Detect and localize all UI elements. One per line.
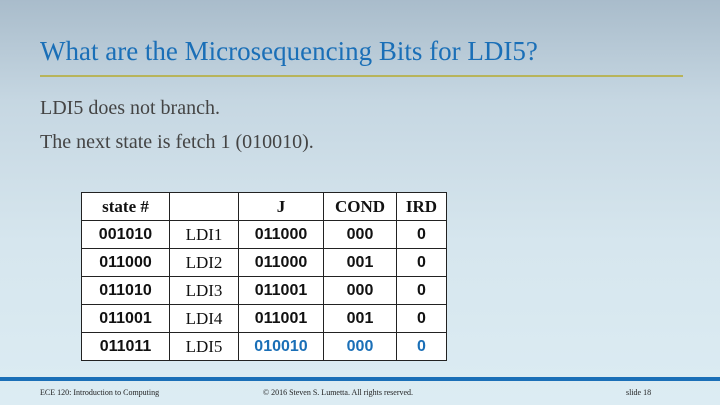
cell-cond: 000	[323, 220, 397, 249]
microsequencing-table: state # J COND IRD 001010 LDI1 011000 00…	[81, 192, 447, 361]
table-header-row: state # J COND IRD	[81, 192, 447, 221]
cell-j: 011001	[238, 304, 324, 333]
cell-name: LDI3	[169, 276, 239, 305]
table-row: 001010 LDI1 011000 000 0	[81, 220, 447, 249]
cell-state: 011000	[81, 248, 170, 277]
cell-ird: 0	[396, 304, 447, 333]
footer-slide-number: slide 18	[626, 388, 652, 397]
cell-name: LDI2	[169, 248, 239, 277]
cell-ird: 0	[396, 248, 447, 277]
table-row: 011010 LDI3 011001 000 0	[81, 276, 447, 305]
cell-name: LDI5	[169, 332, 239, 361]
header-name	[169, 192, 239, 221]
cell-cond: 001	[323, 248, 397, 277]
body-line-1: LDI5 does not branch.	[40, 97, 220, 119]
cell-ird: 0	[396, 276, 447, 305]
slide-title: What are the Microsequencing Bits for LD…	[40, 36, 538, 66]
cell-cond: 000	[323, 276, 397, 305]
table-row-ldi5: 011011 LDI5 010010 000 0	[81, 332, 447, 361]
cell-ird: 0	[396, 220, 447, 249]
footer-divider	[0, 377, 720, 381]
cell-name: LDI4	[169, 304, 239, 333]
header-ird: IRD	[396, 192, 447, 221]
cell-j: 011000	[238, 248, 324, 277]
title-divider	[40, 75, 683, 77]
header-j: J	[238, 192, 324, 221]
footer-course: ECE 120: Introduction to Computing	[40, 388, 160, 397]
cell-cond-highlight: 000	[323, 332, 397, 361]
header-state: state #	[81, 192, 170, 221]
cell-state: 011011	[81, 332, 170, 361]
cell-name: LDI1	[169, 220, 239, 249]
footer-copyright: © 2016 Steven S. Lumetta. All rights res…	[263, 388, 414, 397]
cell-j-highlight: 010010	[238, 332, 324, 361]
cell-state: 011001	[81, 304, 170, 333]
cell-state: 001010	[81, 220, 170, 249]
cell-cond: 001	[323, 304, 397, 333]
header-cond: COND	[323, 192, 397, 221]
cell-state: 011010	[81, 276, 170, 305]
table-row: 011000 LDI2 011000 001 0	[81, 248, 447, 277]
cell-j: 011001	[238, 276, 324, 305]
cell-ird-highlight: 0	[396, 332, 447, 361]
body-line-2: The next state is fetch 1 (010010).	[40, 131, 314, 153]
cell-j: 011000	[238, 220, 324, 249]
table-row: 011001 LDI4 011001 001 0	[81, 304, 447, 333]
